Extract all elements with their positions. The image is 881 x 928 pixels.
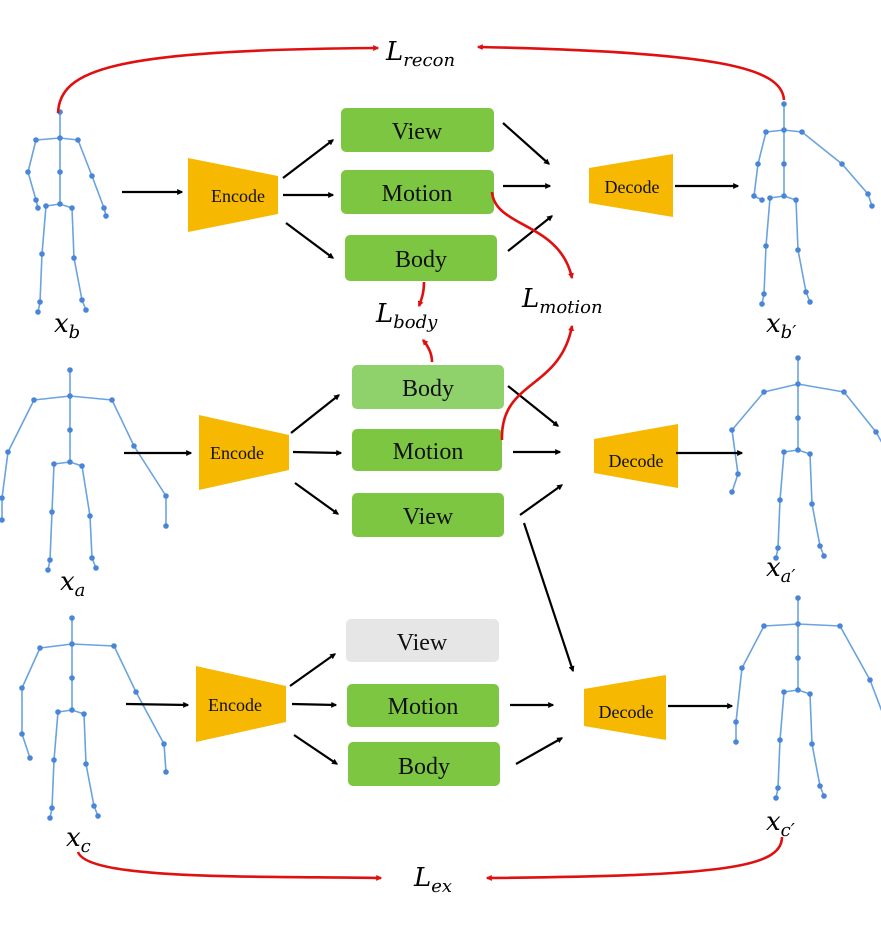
skeleton-output-b	[751, 101, 875, 307]
skeleton-input-a	[0, 367, 169, 573]
decoder-a-label: Decode	[609, 451, 664, 471]
output-a-label: xa′	[766, 553, 796, 587]
encoder-b-label: Encode	[211, 186, 265, 206]
row-b-motion-label: Motion	[382, 181, 453, 207]
loss-arrows	[56, 44, 786, 881]
skeleton-input-b	[25, 109, 109, 315]
decoder-a	[594, 424, 678, 488]
row-c: Encode View Motion Body Decode	[125, 619, 734, 786]
decoder-c-label: Decode	[599, 702, 654, 722]
row-a-body-label: Body	[402, 376, 454, 402]
output-b-label: xb′	[766, 309, 796, 343]
row-a-motion-box	[352, 429, 502, 471]
row-b-view-box	[341, 108, 494, 152]
output-c-label: xc′	[766, 807, 795, 841]
decoder-b	[589, 154, 673, 217]
loss-motion-label: Lmotion	[521, 284, 603, 318]
skeleton-output-a	[729, 355, 881, 561]
input-c-label: xc	[66, 823, 91, 857]
row-b-view-label: View	[392, 119, 443, 145]
row-a-view-label: View	[403, 504, 454, 530]
row-c-motion-label: Motion	[388, 694, 459, 720]
loss-recon-label: Lrecon	[385, 37, 455, 71]
row-a-body-box	[352, 365, 504, 409]
encoder-c-label: Encode	[208, 695, 262, 715]
skeleton-input-c	[19, 615, 169, 821]
encoder-a-label: Encode	[210, 443, 264, 463]
row-c-body-box	[348, 742, 500, 786]
row-c-view-label: View	[397, 630, 448, 656]
row-b-motion-box	[341, 170, 494, 214]
encoder-c	[196, 666, 286, 742]
row-c-view-box	[346, 619, 499, 662]
input-b-label: xb	[54, 309, 80, 343]
row-b: Encode View Motion Body Decode	[122, 108, 740, 281]
row-c-motion-box	[347, 684, 499, 727]
row-c-body-label: Body	[398, 754, 450, 780]
encoder-a	[199, 415, 289, 490]
skeleton-output-c	[733, 595, 881, 801]
encoder-b	[188, 158, 278, 232]
sample-labels: xb xb′ xa xa′ xc xc′	[54, 309, 796, 857]
row-b-body-box	[345, 235, 497, 281]
input-a-label: xa	[60, 567, 85, 601]
row-a: Encode Body Motion View Decode	[124, 365, 744, 673]
decoder-b-label: Decode	[605, 177, 660, 197]
row-a-motion-label: Motion	[393, 439, 464, 465]
loss-ex-label: Lex	[413, 863, 452, 897]
loss-body-label: Lbody	[375, 299, 438, 333]
row-a-view-box	[352, 493, 504, 537]
decoder-c	[584, 675, 666, 740]
row-b-body-label: Body	[395, 247, 447, 273]
loss-labels: Lrecon Lbody Lmotion Lex	[375, 37, 603, 897]
